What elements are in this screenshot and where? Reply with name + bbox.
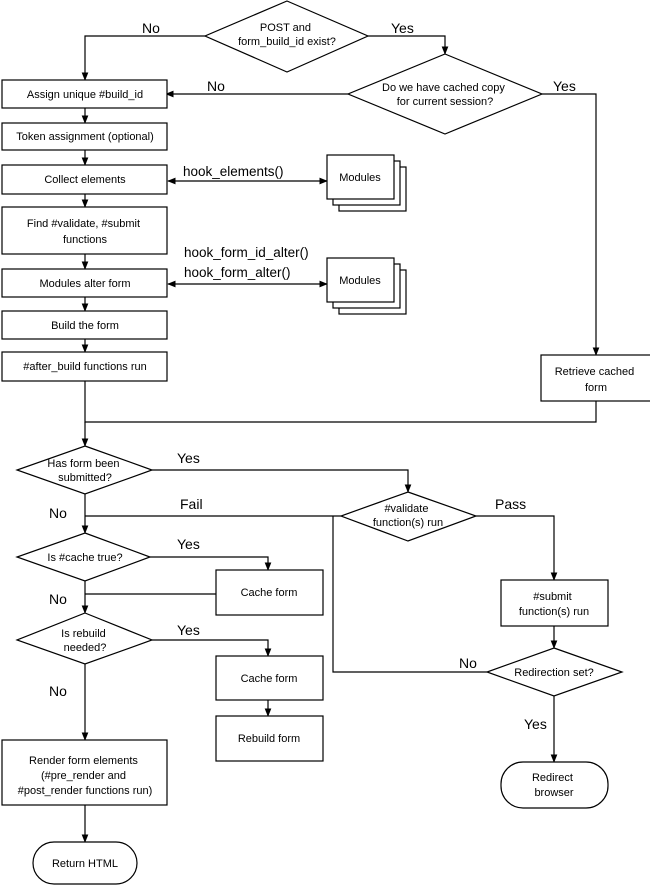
node-texts: POST and form_build_id exist? Do we have… xyxy=(16,22,638,870)
decision-validate-check xyxy=(339,491,478,542)
box-collect-elements xyxy=(1,164,168,195)
text-rebuild-form: Rebuild form xyxy=(238,733,300,745)
decision-rebuild-check xyxy=(15,612,154,665)
decision-cache-true-check xyxy=(15,532,152,582)
label-hook-form-id-alter: hook_form_id_alter() xyxy=(184,245,309,260)
box-cache-form-2 xyxy=(215,655,324,701)
box-find-validate-submit xyxy=(1,206,168,255)
label-rebuild-no: No xyxy=(49,683,67,699)
edge-rebuild-yes xyxy=(152,639,272,657)
text-submit-run: #submit function(s) run xyxy=(519,591,589,618)
text-cache-true-check: Is #cache true? xyxy=(47,552,122,564)
text-assign-build-id: Assign unique #build_id xyxy=(27,89,143,101)
edge-cached-yes xyxy=(542,93,600,356)
terminal-return-html xyxy=(32,841,138,885)
box-token-assignment xyxy=(1,122,168,151)
terminal-redirect-browser xyxy=(500,761,609,809)
decision-cached-check xyxy=(346,53,544,135)
text-redirect-browser: Redirect browser xyxy=(532,772,576,799)
box-modules-alter-form xyxy=(1,268,168,298)
text-submitted-check: Has form been submitted? xyxy=(47,458,122,484)
label-submitted-no: No xyxy=(49,505,67,521)
box-submit-run xyxy=(500,579,609,627)
modules-stack-1 xyxy=(326,154,407,212)
text-modules-1: Modules xyxy=(339,172,381,184)
box-assign-build-id xyxy=(1,79,168,109)
label-validate-fail: Fail xyxy=(180,496,203,512)
label-redirect-yes: Yes xyxy=(524,716,547,732)
box-cache-form-1 xyxy=(215,569,324,616)
edge-redirection-no xyxy=(332,516,487,673)
text-render-elements: Render form elements (#pre_render and #p… xyxy=(18,755,153,797)
box-build-form xyxy=(1,310,168,340)
text-post-check: POST and form_build_id exist? xyxy=(238,22,336,48)
text-cache-form-1: Cache form xyxy=(241,587,298,599)
label-post-yes: Yes xyxy=(391,20,414,36)
edge-post-yes xyxy=(368,35,449,55)
text-modules-2: Modules xyxy=(339,275,381,287)
modules-stack-2 xyxy=(326,257,407,315)
text-redirection-check: Redirection set? xyxy=(514,667,594,679)
label-submitted-yes: Yes xyxy=(177,450,200,466)
label-cache-no: No xyxy=(49,591,67,607)
box-retrieve-cached xyxy=(540,354,650,402)
text-build-form: Build the form xyxy=(51,320,119,332)
edge-after-merge xyxy=(84,381,597,423)
label-hook-elements: hook_elements() xyxy=(183,164,284,179)
text-cached-check: Do we have cached copy for current sessi… xyxy=(382,82,508,108)
label-cached-no: No xyxy=(207,78,225,94)
box-render-elements xyxy=(1,739,168,806)
text-cache-form-2: Cache form xyxy=(241,673,298,685)
edges xyxy=(81,35,600,843)
text-modules-alter-form: Modules alter form xyxy=(39,278,130,290)
box-rebuild-form xyxy=(215,715,324,762)
edge-submitted-yes xyxy=(152,469,412,493)
label-rebuild-yes: Yes xyxy=(177,622,200,638)
text-return-html: Return HTML xyxy=(52,858,118,870)
text-retrieve-cached: Retrieve cached form xyxy=(555,366,638,394)
label-post-no: No xyxy=(142,20,160,36)
text-find-validate-submit: Find #validate, #submit functions xyxy=(27,218,143,246)
text-token-assignment: Token assignment (optional) xyxy=(16,131,154,143)
box-after-build xyxy=(1,351,168,382)
label-cache-yes: Yes xyxy=(177,536,200,552)
text-after-build: #after_build functions run xyxy=(23,361,147,373)
decision-redirection-check xyxy=(485,647,624,697)
edge-cache-yes xyxy=(150,556,272,571)
edge-validate-pass xyxy=(476,515,558,581)
edge-labels: No Yes No Yes hook_elements() hook_form_… xyxy=(49,20,576,732)
label-cached-yes: Yes xyxy=(553,78,576,94)
label-validate-pass: Pass xyxy=(495,496,526,512)
label-redirect-no: No xyxy=(459,655,477,671)
decision-post-check xyxy=(203,0,370,73)
text-rebuild-check: Is rebuild needed? xyxy=(61,628,109,654)
edge-post-no xyxy=(81,35,205,81)
text-validate-check: #validate function(s) run xyxy=(373,503,443,529)
decision-submitted-check xyxy=(15,445,154,495)
label-hook-form-alter: hook_form_alter() xyxy=(184,265,291,280)
text-collect-elements: Collect elements xyxy=(44,174,126,186)
